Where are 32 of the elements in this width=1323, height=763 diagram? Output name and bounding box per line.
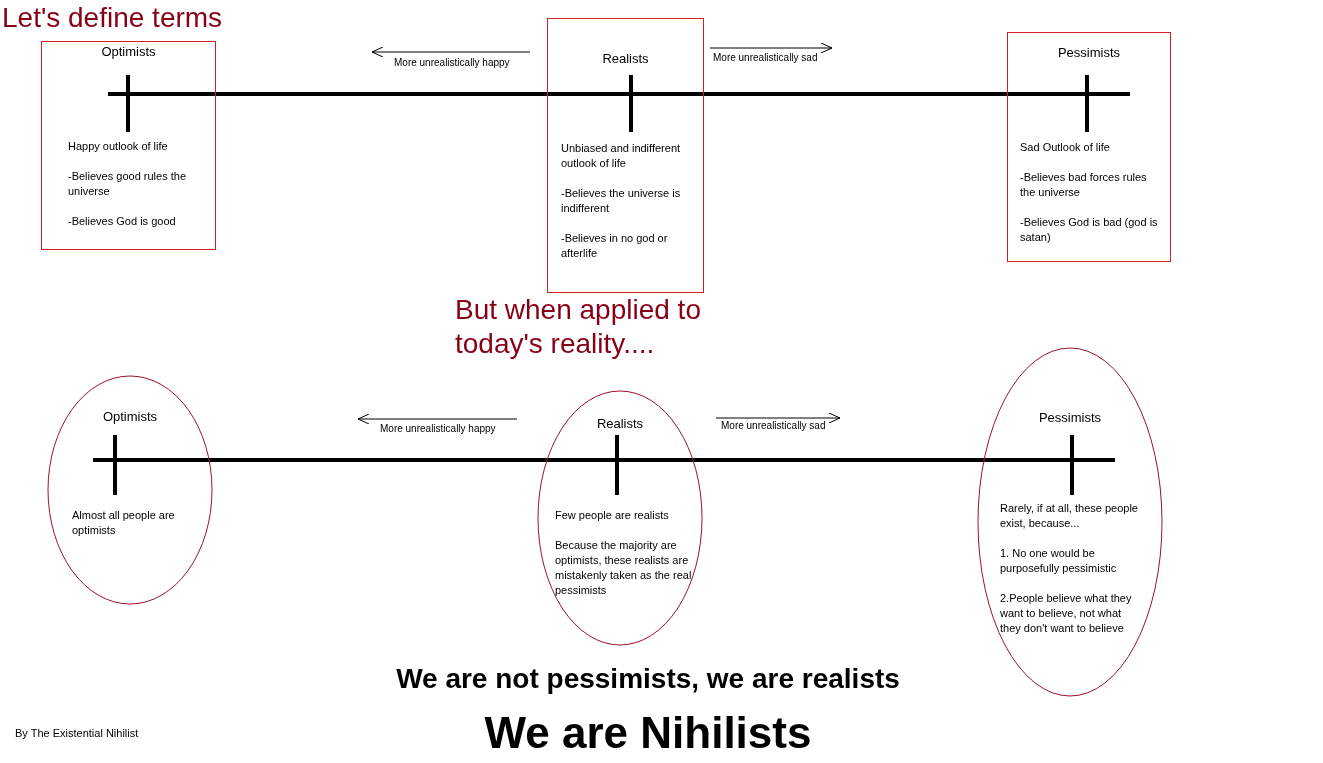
description-text: -Believes good rules the universe: [68, 169, 187, 199]
conclusion-heading: We are Nihilists: [483, 707, 813, 759]
description-text: Sad Outlook of life: [1020, 140, 1111, 155]
title: Let's define terms: [2, 2, 223, 34]
group-heading: Optimists: [101, 409, 159, 424]
description-text: Rarely, if at all, these people exist, because...: [1000, 501, 1139, 531]
definition-box: [547, 18, 704, 293]
conclusion-text: We are not pessimists, we are realists: [395, 662, 901, 696]
description-text: Because the majority are optimists, these realists are mistakenly taken as the real pessimists: [555, 538, 693, 598]
description-text: -Believes bad forces rules the universe: [1020, 170, 1148, 200]
arrow-label: More unrealistically sad: [721, 420, 826, 432]
description-text: -Believes the universe is indifferent: [561, 186, 682, 216]
group-heading: Realists: [595, 416, 645, 431]
group-heading: Optimists: [100, 44, 157, 59]
description-text: -Believes in no god or afterlife: [561, 231, 669, 261]
definition-box: [1007, 32, 1171, 262]
arrow-label: More unrealistically happy: [394, 57, 511, 69]
description-text: Happy outlook of life: [68, 139, 169, 154]
description-text: -Believes God is good: [68, 214, 177, 229]
description-text: -Believes God is bad (god is satan): [1020, 215, 1159, 245]
group-heading: Pessimists: [1056, 45, 1122, 60]
definition-box: [41, 41, 216, 250]
description-text: Almost all people are optimists: [72, 508, 176, 538]
arrow-label: More unrealistically happy: [380, 423, 497, 435]
description-text: 1. No one would be purposefully pessimistic: [1000, 546, 1118, 576]
author-credit: By The Existential Nihilist: [15, 727, 140, 740]
group-heading: Pessimists: [1037, 410, 1103, 425]
description-text: 2.People believe what they want to believe, not what they don't want to believe: [1000, 591, 1133, 636]
description-text: Unbiased and indifferent outlook of life: [561, 141, 682, 171]
description-text: Few people are realists: [555, 508, 670, 523]
group-heading: Realists: [601, 51, 650, 66]
section-heading: But when applied to today's reality....: [455, 293, 702, 361]
